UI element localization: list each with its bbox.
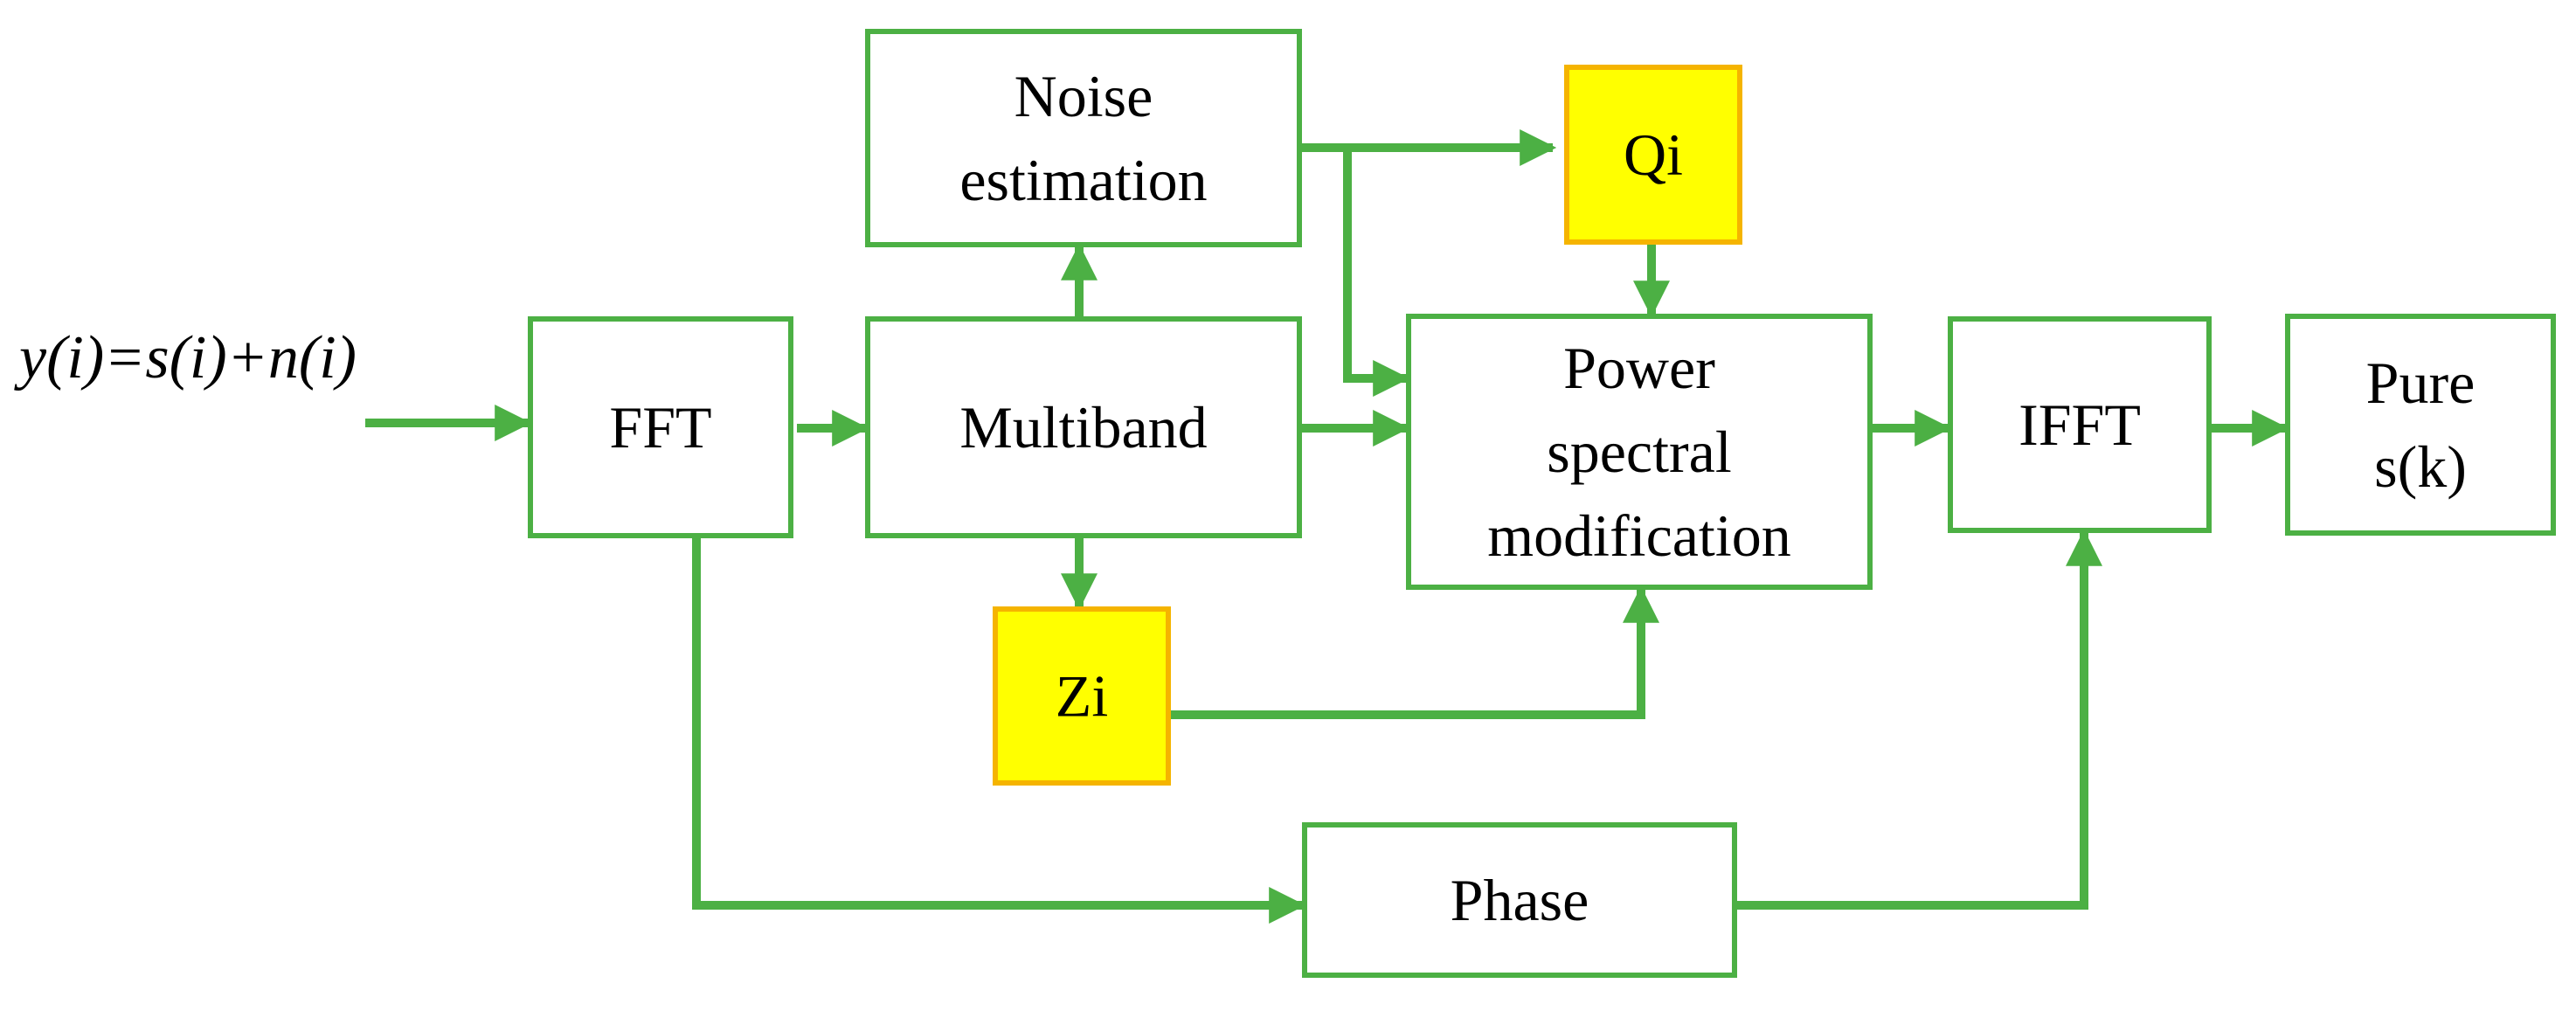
block-fft: FFT bbox=[528, 316, 793, 538]
block-multiband: Multiband bbox=[865, 316, 1302, 538]
arrow-phase-to-ifft bbox=[1737, 529, 2102, 910]
block-multiband-label: Multiband bbox=[959, 394, 1207, 460]
block-power-spectral-modification-label: modification bbox=[1487, 502, 1790, 569]
block-pure: Pure s(k) bbox=[2285, 314, 2556, 536]
block-qi-label: Qi bbox=[1624, 121, 1683, 188]
block-zi: Zi bbox=[993, 606, 1171, 786]
block-zi-frame bbox=[993, 606, 1171, 786]
block-pure-frame bbox=[2285, 314, 2556, 536]
block-noise-estimation-label: estimation bbox=[959, 147, 1207, 213]
block-qi-frame bbox=[1564, 65, 1742, 245]
block-multiband-frame bbox=[865, 316, 1302, 538]
block-ifft-label: IFFT bbox=[2019, 391, 2141, 458]
block-noise-estimation-frame bbox=[865, 29, 1302, 247]
block-fft-frame bbox=[528, 316, 793, 538]
connector-layer bbox=[365, 129, 2289, 924]
block-phase: Phase bbox=[1302, 822, 1737, 978]
block-power-spectral-modification-frame bbox=[1406, 314, 1873, 590]
block-phase-label: Phase bbox=[1451, 867, 1589, 933]
block-power-spectral-modification-label: Power bbox=[1563, 335, 1715, 401]
block-noise-estimation: Noise estimation bbox=[865, 29, 1302, 247]
block-power-spectral-modification-label: spectral bbox=[1547, 419, 1731, 485]
block-pure-label: Pure bbox=[2366, 350, 2476, 416]
arrow-fft-to-phase bbox=[692, 538, 1306, 924]
block-ifft-frame bbox=[1948, 316, 2212, 533]
block-fft-label: FFT bbox=[609, 394, 711, 460]
input-signal-label: y(i)=s(i)+n(i) bbox=[14, 324, 357, 391]
block-power-spectral-modification: Power spectral modification bbox=[1406, 314, 1873, 590]
block-ifft: IFFT bbox=[1948, 316, 2212, 533]
block-pure-label: s(k) bbox=[2374, 433, 2467, 500]
block-zi-label: Zi bbox=[1056, 663, 1108, 730]
block-qi: Qi bbox=[1564, 65, 1742, 245]
arrow-noise-estimation-to-power-spectral-modification bbox=[1343, 148, 1410, 397]
block-phase-frame bbox=[1302, 822, 1737, 978]
block-noise-estimation-label: Noise bbox=[1014, 63, 1153, 129]
arrow-zi-to-power-spectral-modification bbox=[1171, 585, 1659, 719]
